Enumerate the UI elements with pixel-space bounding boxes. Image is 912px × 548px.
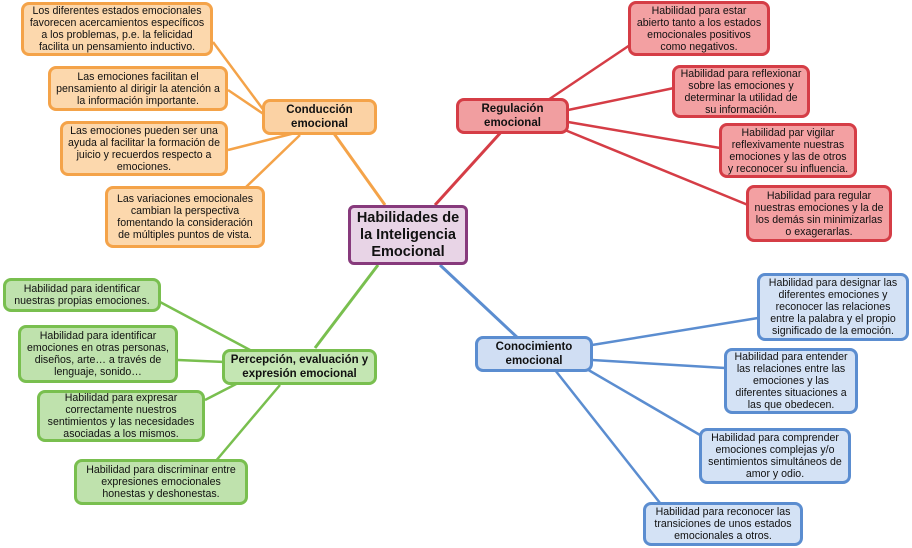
- percepcion-item-4: Habilidad para discriminar entre expresi…: [74, 459, 248, 505]
- link-center-percepcion: [313, 264, 380, 349]
- conocimiento-item-3: Habilidad para comprender emociones comp…: [699, 428, 851, 484]
- link-conocimiento-item-1: [591, 316, 759, 347]
- link-regulacion-item-1: [547, 43, 631, 102]
- link-conduccion-item-3: [227, 131, 296, 152]
- regulacion-item-3: Habilidad par vigilar reflexivamente nue…: [719, 123, 857, 178]
- branch-regulacion-emocional: Regulación emocional: [456, 98, 569, 134]
- link-regulacion-item-4: [559, 126, 749, 207]
- link-conduccion-item-1: [211, 41, 267, 113]
- conduccion-item-3: Las emociones pueden ser una ayuda al fa…: [60, 121, 228, 176]
- percepcion-item-3: Habilidad para expresar correctamente nu…: [37, 390, 205, 442]
- conocimiento-item-2: Habilidad para entender las relaciones e…: [724, 348, 858, 414]
- center-node: Habilidades de la Inteligencia Emocional: [348, 205, 468, 265]
- link-regulacion-item-2: [567, 86, 675, 112]
- link-conduccion-item-4: [244, 134, 301, 189]
- link-center-conduccion: [328, 127, 387, 206]
- conocimiento-item-4: Habilidad para reconocer las transicione…: [643, 502, 803, 546]
- link-center-regulacion: [433, 128, 505, 207]
- link-percepcion-item-3: [204, 380, 241, 402]
- link-regulacion-item-3: [567, 120, 721, 150]
- link-percepcion-item-2: [177, 358, 226, 364]
- link-center-conocimiento: [438, 263, 522, 342]
- regulacion-item-4: Habilidad para regular nuestras emocione…: [746, 185, 892, 242]
- conduccion-item-4: Las variaciones emocionales cambian la p…: [105, 186, 265, 248]
- regulacion-item-1: Habilidad para estar abierto tanto a los…: [628, 1, 770, 56]
- link-conocimiento-item-3: [584, 366, 701, 437]
- conduccion-item-1: Los diferentes estados emocionales favor…: [21, 2, 213, 56]
- link-percepcion-item-4: [214, 384, 281, 463]
- branch-conocimiento-emocional: Conocimiento emocional: [475, 336, 593, 372]
- link-conocimiento-item-2: [591, 358, 726, 370]
- conocimiento-item-1: Habilidad para designar las diferentes e…: [757, 273, 909, 341]
- conduccion-item-2: Las emociones facilitan el pensamiento a…: [48, 66, 228, 111]
- link-percepcion-item-1: [159, 300, 251, 352]
- branch-conduccion-emocional: Conducción emocional: [262, 99, 377, 135]
- regulacion-item-2: Habilidad para reflexionar sobre las emo…: [672, 65, 810, 118]
- percepcion-item-2: Habilidad para identificar emociones en …: [18, 325, 178, 383]
- link-conocimiento-item-4: [554, 369, 661, 504]
- branch-percepcion-evaluacion-expresion: Percepción, evaluación y expresión emoci…: [222, 349, 377, 385]
- link-conduccion-item-2: [227, 88, 266, 117]
- percepcion-item-1: Habilidad para identificar nuestras prop…: [3, 278, 161, 312]
